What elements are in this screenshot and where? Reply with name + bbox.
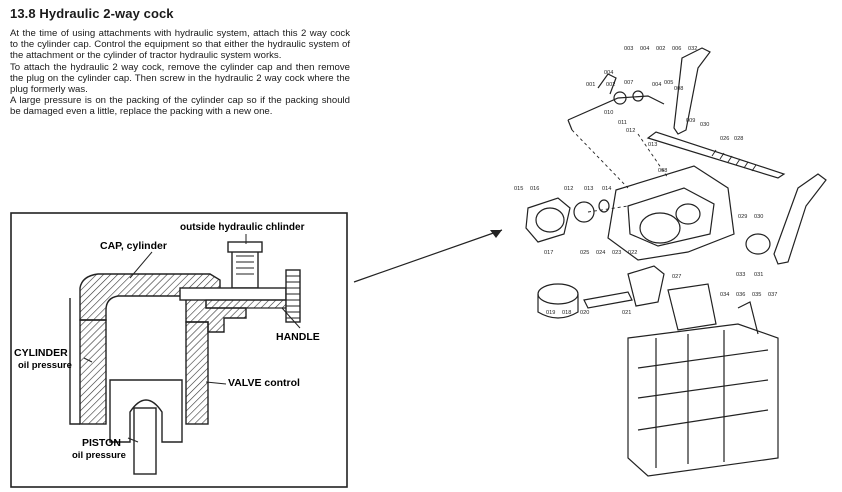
part-number: 026 [720, 136, 729, 142]
lift-arm-right [773, 173, 827, 265]
part-number: 021 [622, 310, 631, 316]
paragraph-3: A large pressure is on the packing of th… [10, 95, 350, 118]
part-number: 009 [686, 118, 695, 124]
part-number: 004 [652, 82, 661, 88]
cylinder-case [607, 165, 735, 261]
rocker-shaft [646, 131, 786, 179]
part-number: 020 [580, 310, 589, 316]
part-number: 004 [640, 46, 649, 52]
part-number: 012 [626, 128, 635, 134]
part-number: 037 [768, 292, 777, 298]
label-piston-sub: oil pressure [72, 450, 126, 461]
part-number: 028 [734, 136, 743, 142]
lift-arm-top [673, 47, 711, 135]
part-number: 008 [674, 86, 683, 92]
valve-stem [179, 287, 287, 301]
part-number: 023 [612, 250, 621, 256]
part-number: 029 [738, 214, 747, 220]
part-number: 008 [658, 168, 667, 174]
section-title: 13.8 Hydraulic 2-way cock [10, 6, 174, 21]
label-piston: PISTON [82, 437, 121, 449]
part-number: 035 [752, 292, 761, 298]
part-number: 002 [656, 46, 665, 52]
part-number: 031 [754, 272, 763, 278]
part-number: 012 [564, 186, 573, 192]
part-number: 002 [606, 82, 615, 88]
label-cylinder-sub: oil pressure [18, 360, 72, 371]
part-number: 034 [720, 292, 729, 298]
label-valve: VALVE control [228, 377, 300, 389]
cylinder-cap [525, 197, 571, 243]
cock-section-diagram: outside hydraulic chlinder CAP, cylinder… [10, 212, 348, 488]
part-number: 010 [604, 110, 613, 116]
piston-rod [133, 407, 157, 475]
paragraph-1: At the time of using attachments with hy… [10, 28, 350, 62]
part-number: 005 [664, 80, 673, 86]
part-number: 013 [584, 186, 593, 192]
part-number: 018 [562, 310, 571, 316]
part-number: 030 [754, 214, 763, 220]
part-number: 017 [544, 250, 553, 256]
part-number: 015 [514, 186, 523, 192]
part-number: 032 [688, 46, 697, 52]
label-cylinder: CYLINDER [14, 347, 68, 359]
label-outside: outside hydraulic chlinder [180, 222, 305, 233]
part-number: 027 [672, 274, 681, 280]
part-number: 036 [736, 292, 745, 298]
part-number: 024 [596, 250, 605, 256]
transmission-case [627, 323, 779, 477]
diagram-frame [10, 212, 348, 488]
part-number: 033 [736, 272, 745, 278]
pointer-arrow [353, 229, 503, 283]
connecting-rod [583, 291, 633, 309]
part-number: 011 [618, 120, 627, 126]
piston [109, 379, 183, 443]
label-cap: CAP, cylinder [100, 240, 167, 252]
cylinder-wall-left [79, 319, 107, 425]
part-number: 016 [530, 186, 539, 192]
paragraph-2: To attach the hydraulic 2 way cock, remo… [10, 61, 350, 96]
part-number: 019 [546, 310, 555, 316]
part-number: 004 [604, 70, 613, 76]
cylinder-wall-right [185, 321, 209, 425]
body-text: At the time of using attachments with hy… [10, 28, 350, 118]
part-number: 013 [648, 142, 657, 148]
part-number: 001 [586, 82, 595, 88]
part-number: 006 [672, 46, 681, 52]
part-number: 030 [700, 122, 709, 128]
piston-part [537, 283, 579, 305]
label-handle: HANDLE [276, 331, 320, 343]
part-number: 014 [602, 186, 611, 192]
part-number: 025 [580, 250, 589, 256]
part-number: 007 [624, 80, 633, 86]
handle-knob [285, 269, 301, 323]
exploded-parts-diagram: 003 004 002 006 032 004 001 002 007 004 … [514, 46, 827, 477]
part-number: 022 [628, 250, 637, 256]
part-number: 003 [624, 46, 633, 52]
